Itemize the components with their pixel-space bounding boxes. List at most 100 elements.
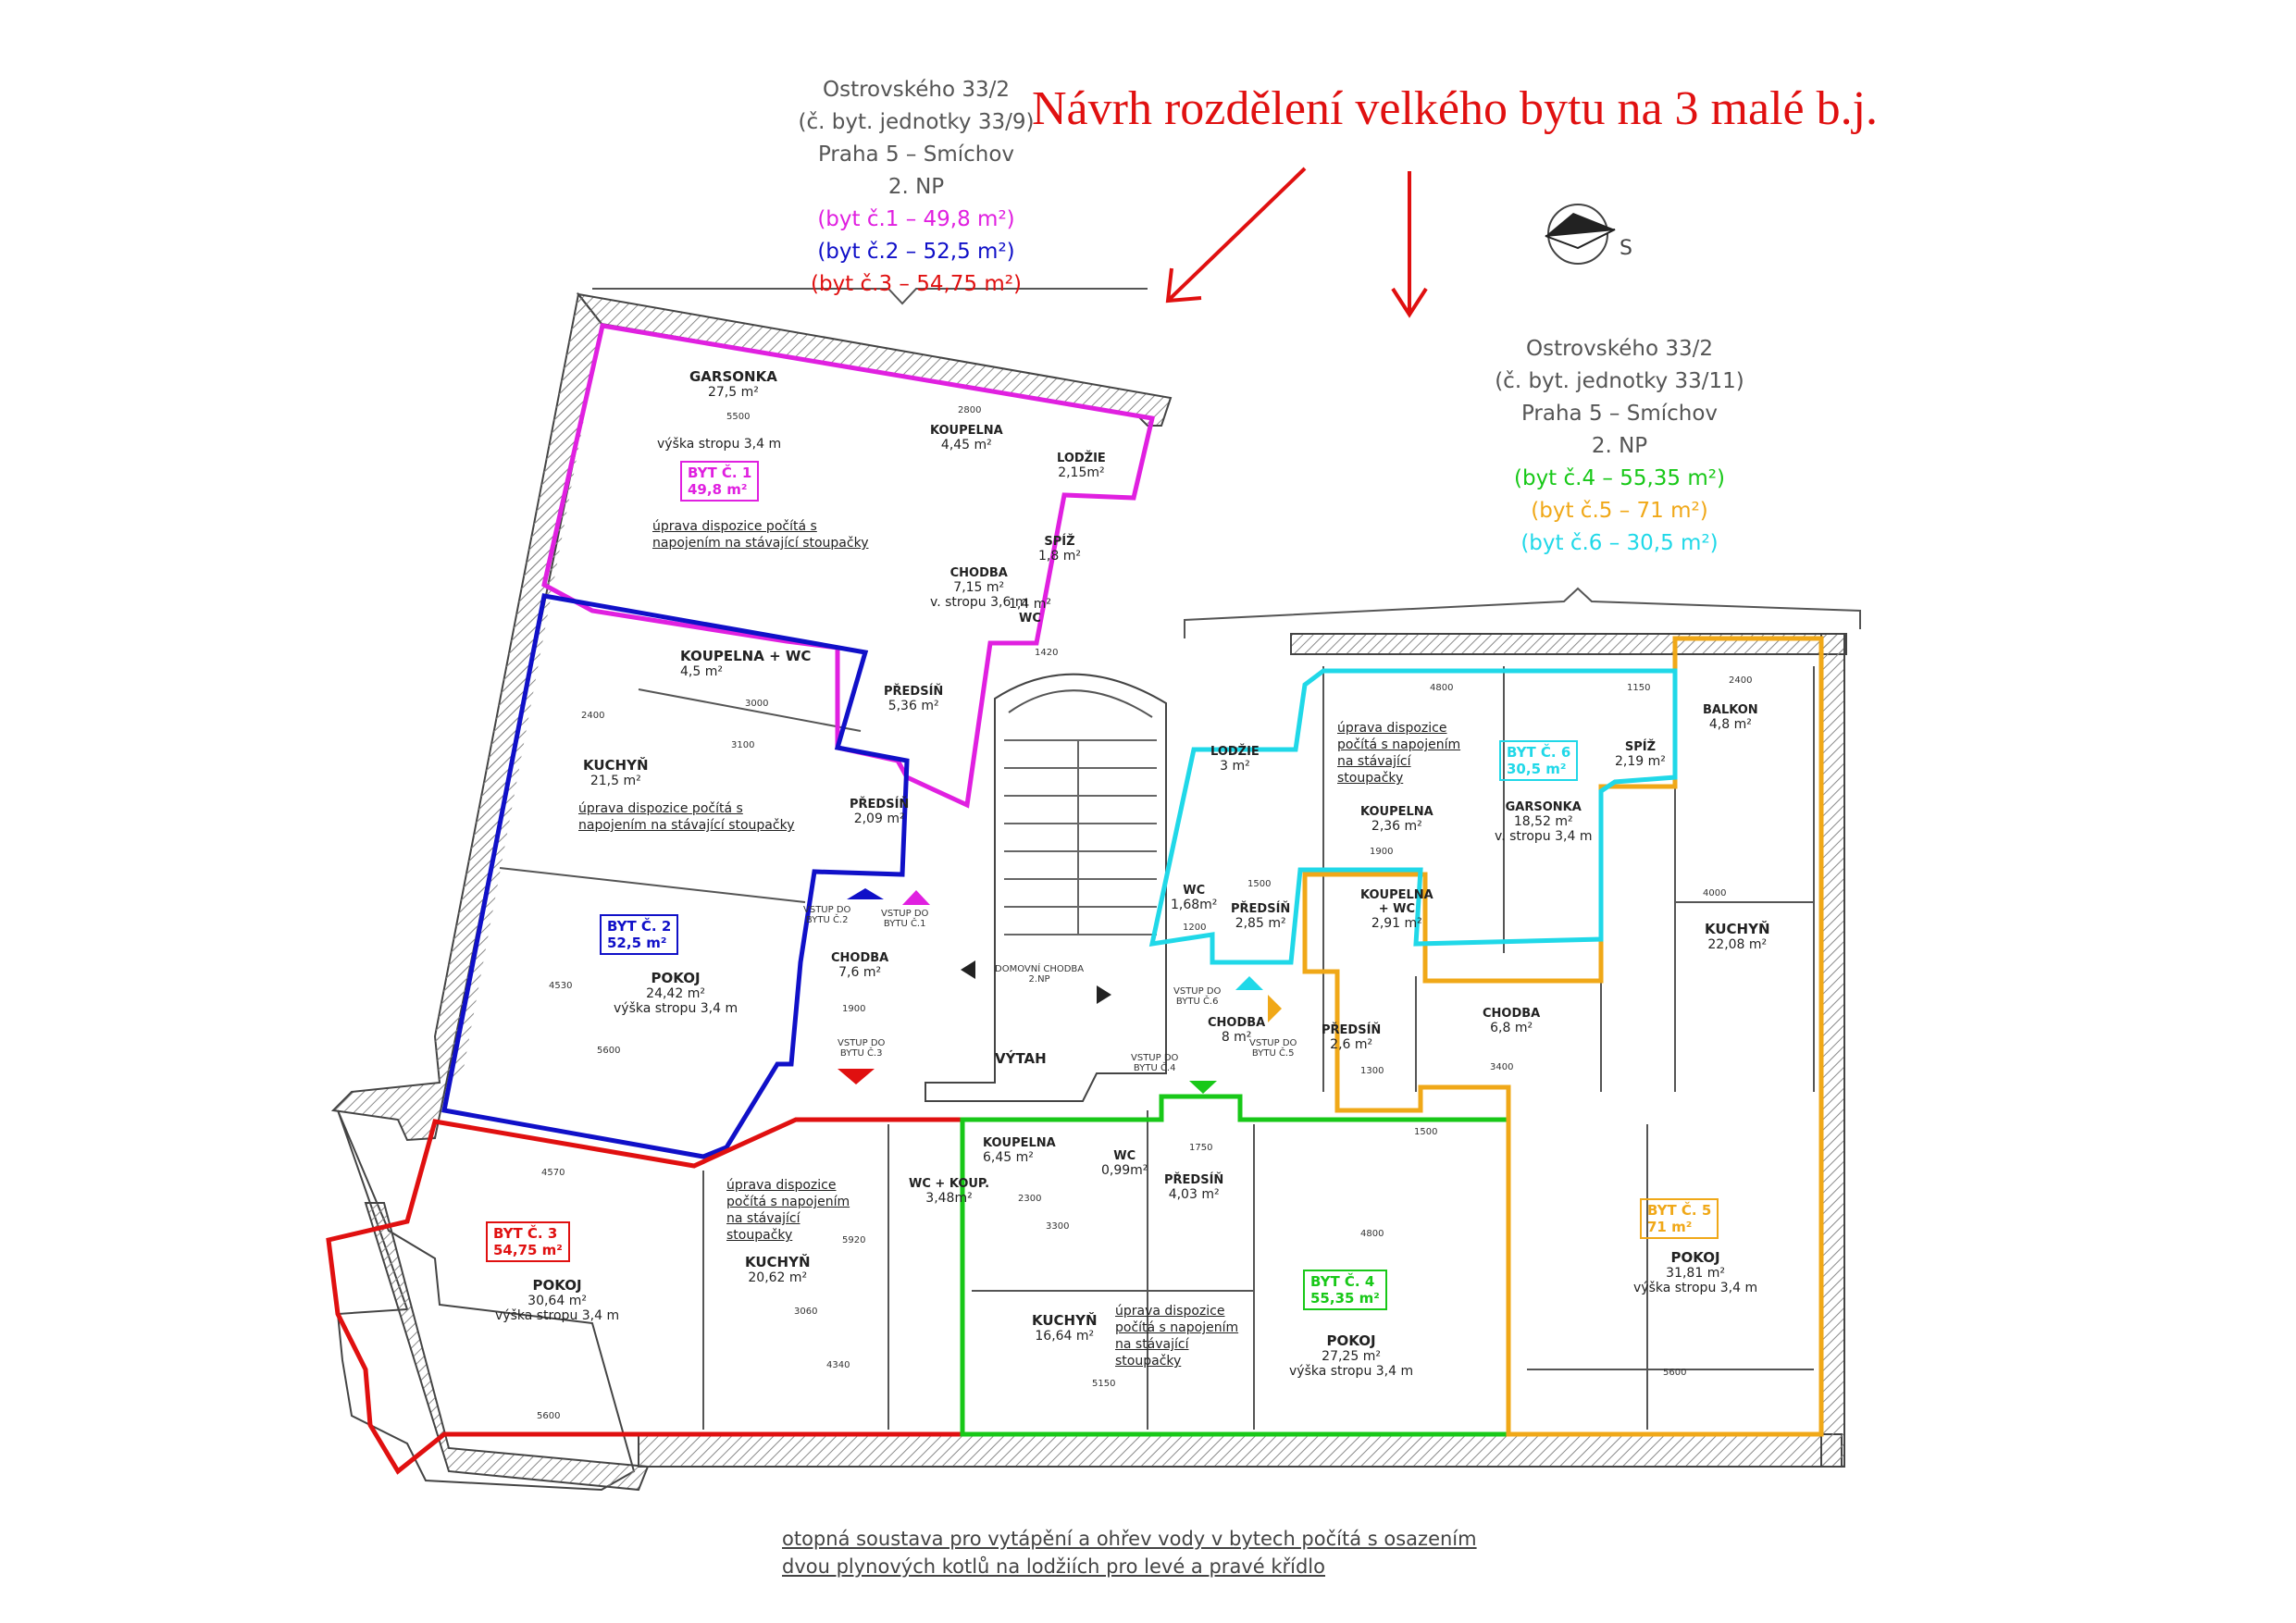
right-header-flat5: (byt č.5 – 71 m²) — [1531, 499, 1708, 523]
dim-label: 2800 — [958, 405, 982, 415]
room-predsin-5: PŘEDSÍŇ 2,6 m² — [1322, 1023, 1382, 1052]
flat3-tag-name: BYT Č. 3 — [493, 1225, 558, 1242]
room-predsin-2: PŘEDSÍŇ 2,09 m² — [850, 798, 910, 826]
flat5-tag: BYT Č. 5 71 m² — [1640, 1198, 1719, 1239]
flat6-tag: BYT Č. 6 30,5 m² — [1499, 740, 1579, 781]
left-header: Ostrovského 33/2 (č. byt. jednotky 33/9)… — [750, 74, 1083, 301]
dim-label: 3000 — [745, 699, 769, 709]
left-header-flat1: (byt č.1 – 49,8 m²) — [817, 207, 1015, 231]
flat6-tag-area: 30,5 m² — [1507, 761, 1567, 777]
room-chodba-4: CHODBA 8 m² — [1208, 1016, 1266, 1045]
dim-label: 2400 — [1729, 675, 1753, 686]
room-koupelna-1: KOUPELNA 4,45 m² — [930, 424, 1003, 452]
note-flat2: úprava dispozice počítá s napojením na s… — [578, 801, 795, 833]
room-garsonka-1-height: výška stropu 3,4 m — [657, 437, 782, 452]
dim-label: 2300 — [1018, 1194, 1042, 1204]
left-header-floor: 2. NP — [887, 175, 945, 199]
room-koupelna-wc-5: KOUPELNA + WC 2,91 m² — [1360, 888, 1433, 931]
dim-label: 4800 — [1430, 683, 1454, 693]
dim-label: 1420 — [1035, 648, 1059, 658]
room-garsonka-1: GARSONKA 27,5 m² — [689, 368, 777, 400]
right-header-floor: 2. NP — [1591, 434, 1648, 458]
dim-label: 5920 — [842, 1235, 866, 1245]
dim-label: 5500 — [726, 412, 751, 422]
red-arrow-left — [1165, 167, 1307, 304]
note-flat3: úprava dispozice počítá s napojením na s… — [726, 1178, 850, 1243]
room-balkon: BALKON 4,8 m² — [1703, 703, 1758, 732]
dim-label: 4000 — [1703, 888, 1727, 898]
room-kuchyn-2: KUCHYŇ 21,5 m² — [583, 757, 649, 788]
flat5-tag-name: BYT Č. 5 — [1647, 1202, 1712, 1219]
compass-label: S — [1620, 237, 1632, 260]
dim-label: 1500 — [1247, 879, 1272, 889]
room-chodba-2: CHODBA 7,6 m² — [831, 951, 889, 980]
compass-icon — [1545, 204, 1616, 265]
dim-label: 3100 — [731, 740, 755, 750]
entry-marker-5 — [1268, 995, 1282, 1022]
room-predsin-1: PŘEDSÍŇ 5,36 m² — [884, 685, 944, 713]
room-spiz-6: SPÍŽ 2,19 m² — [1615, 740, 1666, 769]
dim-label: 4570 — [541, 1168, 565, 1178]
flat3-tag-area: 54,75 m² — [493, 1242, 563, 1258]
footer-line-2: dvou plynových kotlů na lodžiích pro lev… — [782, 1555, 1325, 1578]
dim-label: 1150 — [1627, 683, 1651, 693]
dim-label: 1750 — [1189, 1143, 1213, 1153]
left-header-flat2: (byt č.2 – 52,5 m²) — [817, 240, 1015, 264]
footer-note: otopná soustava pro vytápění a ohřev vod… — [782, 1525, 1477, 1580]
room-lodzie-6: LODŽIE 3 m² — [1210, 745, 1260, 774]
room-pokoj-3: POKOJ 30,64 m² výška stropu 3,4 m — [495, 1277, 620, 1323]
room-lodzie-1: LODŽIE 2,15m² — [1057, 452, 1106, 480]
left-header-unit: (č. byt. jednotky 33/9) — [798, 110, 1035, 134]
entry-marker-2 — [847, 888, 884, 899]
flat4-tag: BYT Č. 4 55,35 m² — [1303, 1270, 1387, 1310]
room-chodba-5: CHODBA 6,8 m² — [1483, 1007, 1541, 1035]
room-wc-koup-3: WC + KOUP. 3,48m² — [909, 1177, 990, 1206]
dim-label: 3400 — [1490, 1062, 1514, 1072]
room-wc-4: WC 0,99m² — [1101, 1149, 1148, 1178]
dim-label: 1900 — [842, 1004, 866, 1014]
flat1-tag-name: BYT Č. 1 — [688, 465, 752, 481]
entry-marker-4 — [1189, 1081, 1217, 1094]
dim-label: 4800 — [1360, 1229, 1384, 1239]
room-kuchyn-5: KUCHYŇ 22,08 m² — [1705, 921, 1770, 952]
footer-line-1: otopná soustava pro vytápění a ohřev vod… — [782, 1528, 1477, 1550]
right-header-flat6: (byt č.6 – 30,5 m²) — [1520, 531, 1719, 555]
left-header-street: Ostrovského 33/2 — [823, 78, 1010, 102]
room-predsin-4: PŘEDSÍŇ 4,03 m² — [1164, 1173, 1224, 1202]
arrow-right-icon — [1097, 985, 1111, 1004]
flat4-tag-name: BYT Č. 4 — [1310, 1273, 1375, 1290]
dim-label: 5150 — [1092, 1379, 1116, 1389]
flat3-tag: BYT Č. 3 54,75 m² — [486, 1221, 570, 1262]
flat5-tag-area: 71 m² — [1647, 1219, 1693, 1235]
right-header: Ostrovského 33/2 (č. byt. jednotky 33/11… — [1444, 333, 1795, 560]
dim-label: 1200 — [1183, 923, 1207, 933]
room-kuchyn-4: KUCHYŇ 16,64 m² — [1032, 1312, 1098, 1344]
right-header-flat4: (byt č.4 – 55,35 m²) — [1514, 466, 1725, 490]
dim-label: 3300 — [1046, 1221, 1070, 1232]
room-koupelna-6: KOUPELNA 2,36 m² — [1360, 805, 1433, 834]
room-predsin-6: PŘEDSÍŇ 2,85 m² — [1231, 902, 1291, 931]
flat4-tag-area: 55,35 m² — [1310, 1290, 1380, 1307]
arrow-left-icon — [961, 960, 975, 979]
flat2-outline — [441, 593, 910, 1159]
dim-label: 5600 — [597, 1046, 621, 1056]
page-title: Návrh rozdělení velkého bytu na 3 malé b… — [1032, 82, 1879, 135]
room-kuchyn-3: KUCHYŇ 20,62 m² — [745, 1254, 811, 1285]
left-header-city: Praha 5 – Smíchov — [817, 142, 1015, 167]
room-spiz-1: SPÍŽ 1,8 m² — [1038, 535, 1081, 564]
right-header-street: Ostrovského 33/2 — [1526, 337, 1713, 361]
flat6-outline — [1148, 668, 1678, 965]
dim-label: 4340 — [826, 1360, 850, 1370]
note-flat4: úprava dispozice počítá s napojením na s… — [1115, 1304, 1239, 1369]
room-koupelna-wc-2: KOUPELNA + WC 4,5 m² — [680, 648, 812, 679]
room-koupelna-4: KOUPELNA 6,45 m² — [983, 1136, 1056, 1165]
room-vytah: VÝTAH — [995, 1050, 1047, 1067]
building-walls — [330, 291, 1847, 1492]
room-pokoj-2: POKOJ 24,42 m² výška stropu 3,4 m — [614, 970, 738, 1016]
note-flat1: úprava dispozice počítá s napojením na s… — [652, 519, 869, 551]
